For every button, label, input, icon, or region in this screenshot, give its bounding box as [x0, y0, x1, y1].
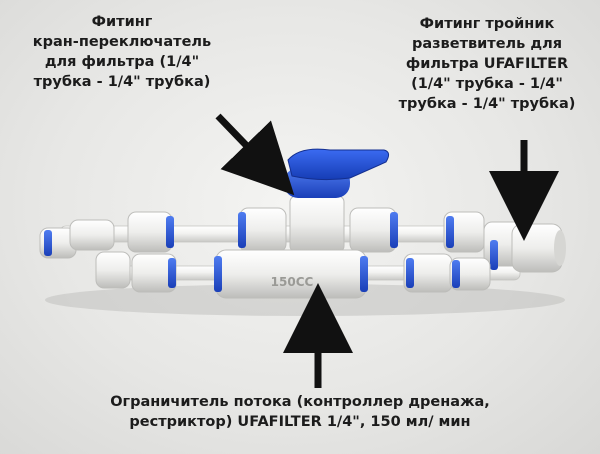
valve-handle: [287, 148, 390, 181]
upper-left-union: [127, 211, 174, 253]
ball-valve-fitting: [284, 148, 390, 253]
lower-left-union: [131, 253, 177, 293]
tee-caption: Фитинг тройник разветвитель для фильтра …: [398, 16, 576, 112]
upper-far-right-union: [443, 211, 485, 253]
valve-caption: Фитинг кран-переключатель для фильтра (1…: [32, 14, 212, 90]
left-tee-collet: [44, 230, 52, 256]
upper-right-union: [349, 207, 398, 253]
restrictor-marking: 150CC: [271, 275, 314, 289]
upper-mid-union: [238, 207, 287, 253]
valve-callout-arrow: [215, 113, 295, 196]
left-tee-fitting: [39, 219, 131, 289]
right-tee-fitting: [483, 221, 566, 273]
flow-restrictor-fitting: 150CC: [214, 249, 368, 299]
restrictor-caption: Ограничитель потока (контроллер дренажа,…: [110, 394, 490, 430]
lower-right-union: [403, 253, 491, 293]
